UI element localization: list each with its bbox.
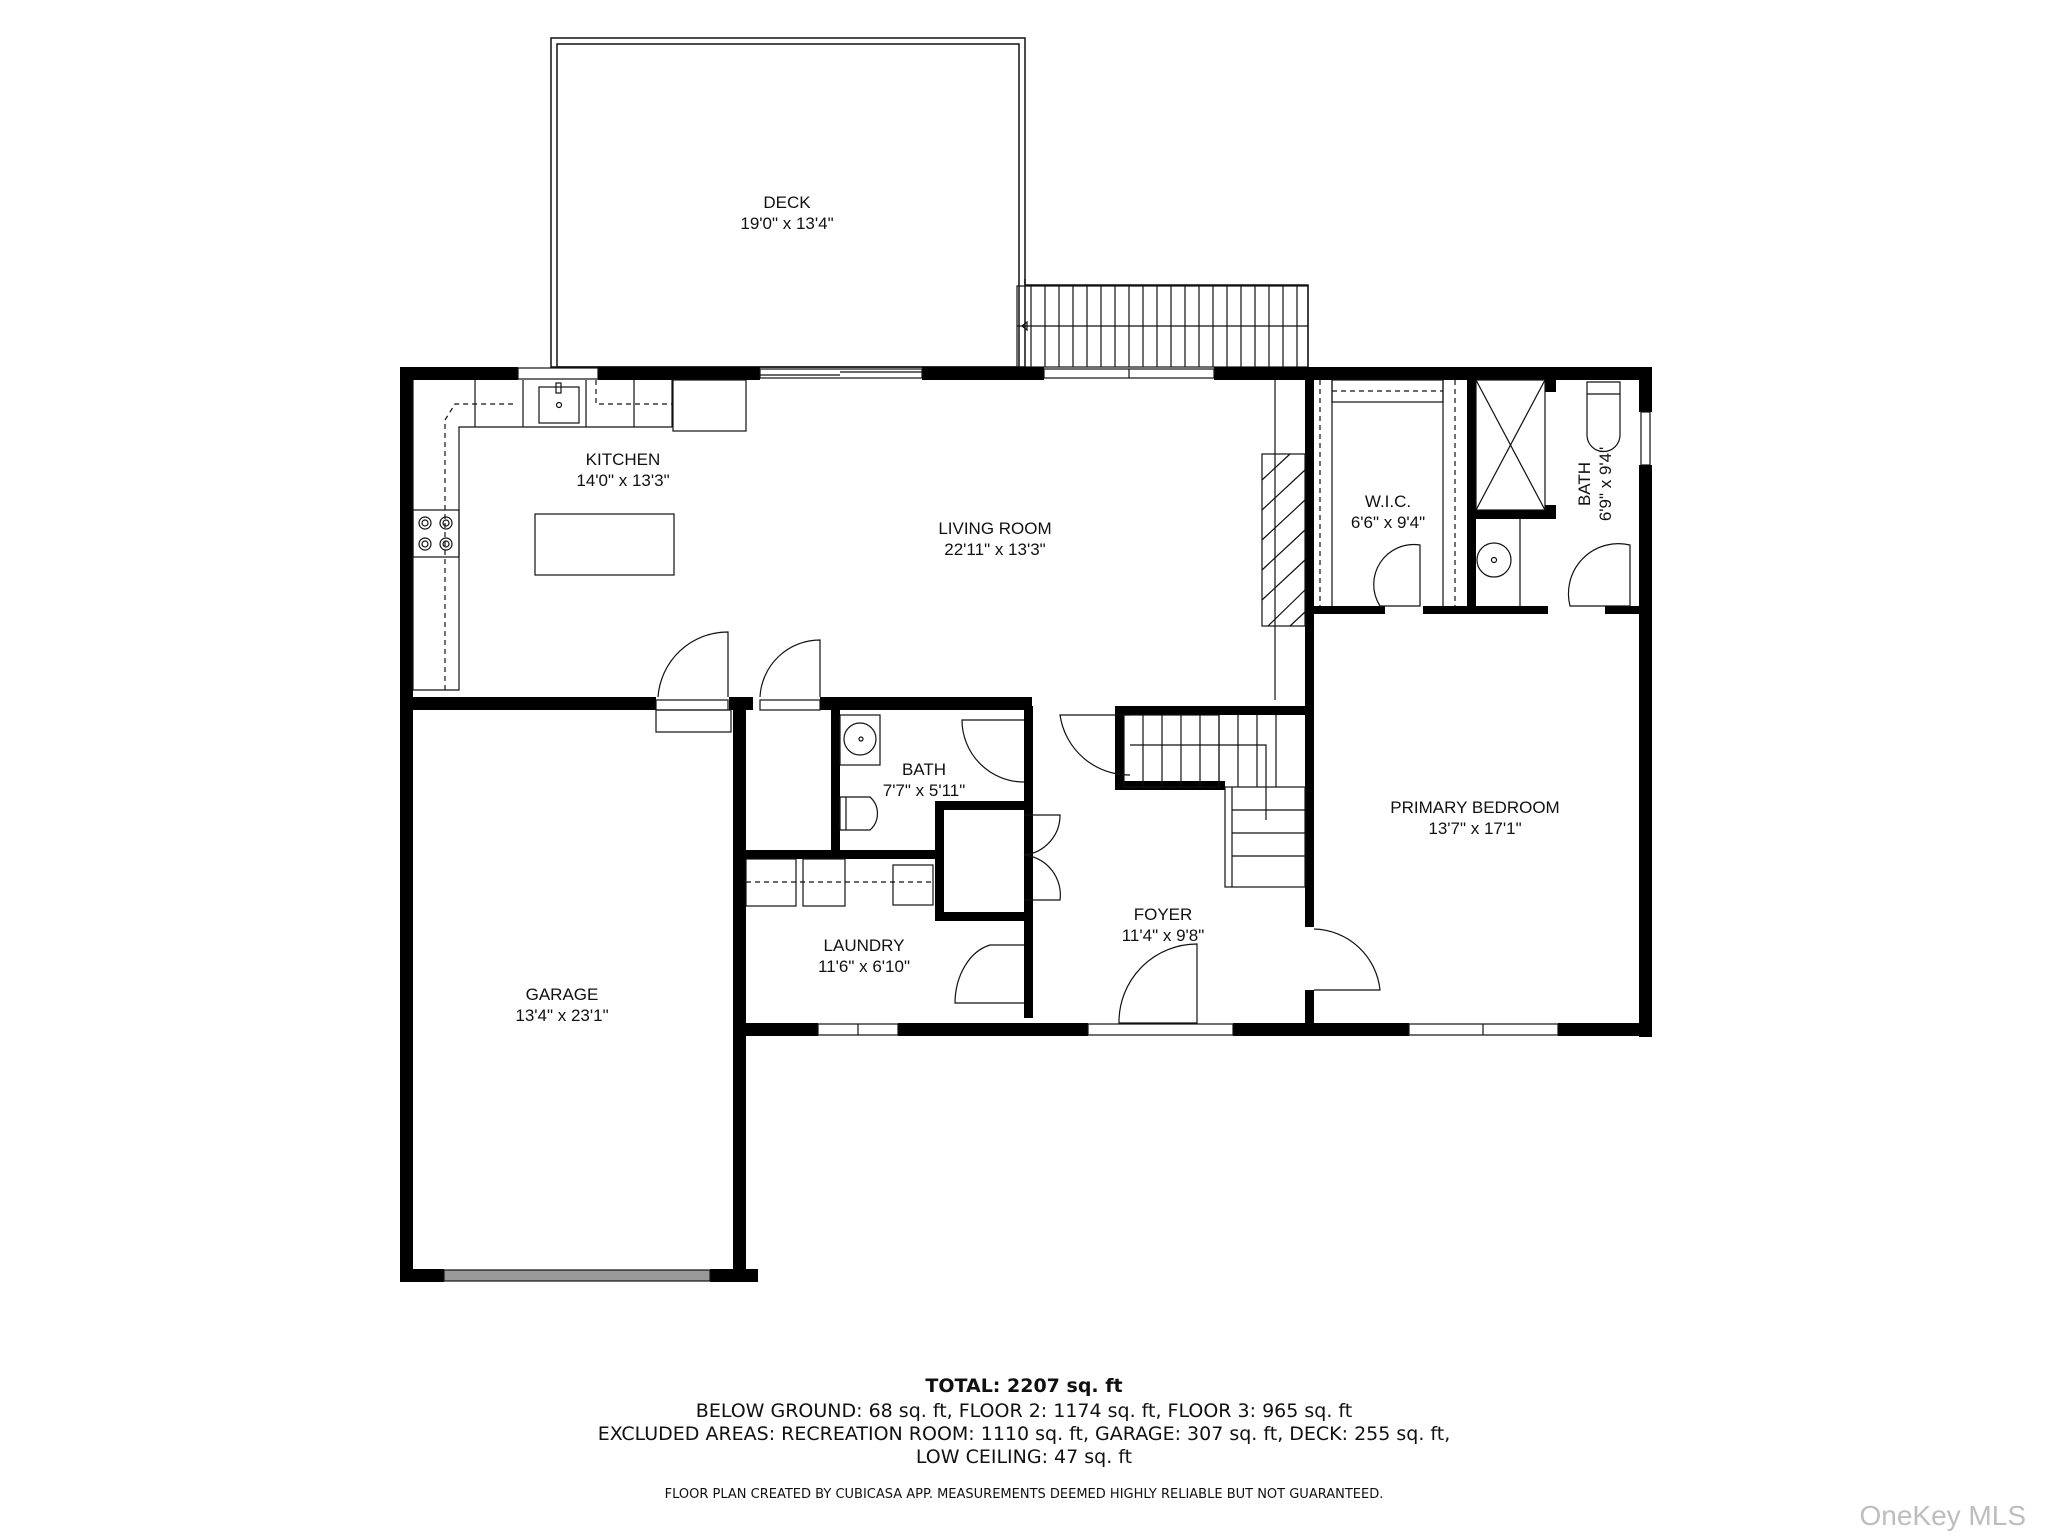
room-name: KITCHEN [585,450,661,469]
low-ceiling-area: LOW CEILING: 47 sq. ft [915,1446,1133,1468]
sink-icon [538,382,580,424]
room-label-garage: GARAGE 13'4" x 23'1" [515,984,608,1026]
room-label-laundry: LAUNDRY 11'6" x 6'10" [818,935,910,977]
room-name: BATH [901,760,947,779]
door-swing-icon [655,543,1631,1024]
room-label-living-room: LIVING ROOM 22'11" x 13'3" [938,518,1051,560]
disclaimer: FLOOR PLAN CREATED BY CUBICASA APP. MEAS… [664,1487,1384,1502]
room-dimensions: 22'11" x 13'3" [944,540,1046,559]
total-area: TOTAL: 2207 sq. ft [925,1375,1123,1397]
kitchen-counter [412,379,747,691]
room-label-kitchen: KITCHEN 14'0" x 13'3" [576,449,669,491]
room-label-wic: W.I.C. 6'6" x 9'4" [1351,491,1425,533]
room-dimensions: 7'7" x 5'11" [882,781,966,800]
sliding-door [759,368,923,379]
room-name: W.I.C. [1364,492,1412,511]
garage-step [655,709,732,733]
room-dimensions: 13'7" x 17'1" [1428,819,1522,838]
room-name: FOYER [1133,905,1193,924]
room-dimensions: 11'4" x 9'8" [1121,926,1205,945]
window-icon [443,367,1651,1282]
kitchen-island [534,513,675,576]
excluded-areas: EXCLUDED AREAS: RECREATION ROOM: 1110 sq… [597,1423,1451,1445]
room-label-deck: DECK 19'0" x 13'4" [740,192,833,234]
laundry-appliances [745,858,935,907]
room-name: LIVING ROOM [938,519,1052,538]
room-dimensions: 13'4" x 23'1" [515,1006,609,1025]
room-label-bath: BATH 7'7" x 5'11" [883,759,966,801]
stairs-icon [1123,714,1306,888]
floor-area-breakdown: BELOW GROUND: 68 sq. ft, FLOOR 2: 1174 s… [695,1400,1353,1422]
stairs-icon [1016,285,1309,368]
stove-icon [412,509,460,558]
fireplace-icon [1261,380,1306,700]
room-dimensions: 11'6" x 6'10" [818,957,910,976]
room-label-primary-bedroom: PRIMARY BEDROOM 13'7" x 17'1" [1390,797,1559,839]
closet-shelves [1319,379,1456,606]
room-name: DECK [763,193,811,212]
toilet-icon [839,796,879,831]
room-label-primary-bath: BATH 6'9" x 9'4" [1574,429,1616,539]
room-dimensions: 6'6" x 9'4" [1350,513,1426,532]
room-dimensions: 6'9" x 9'4" [1596,446,1615,522]
room-name: LAUNDRY [823,936,905,955]
watermark: OneKey MLS [1859,1500,2026,1531]
room-name: BATH [1575,461,1594,507]
sink-icon [839,714,881,766]
deck-outline [550,37,1309,368]
room-name: GARAGE [525,985,599,1004]
room-label-foyer: FOYER 11'4" x 9'8" [1122,904,1205,946]
room-dimensions: 14'0" x 13'3" [576,471,670,490]
toilet-icon [1586,381,1621,453]
room-dimensions: 19'0" x 13'4" [740,214,834,233]
sink-icon [1476,519,1521,606]
interior-walls [400,367,1652,1037]
room-name: PRIMARY BEDROOM [1390,798,1560,817]
shower-icon [1475,379,1546,511]
